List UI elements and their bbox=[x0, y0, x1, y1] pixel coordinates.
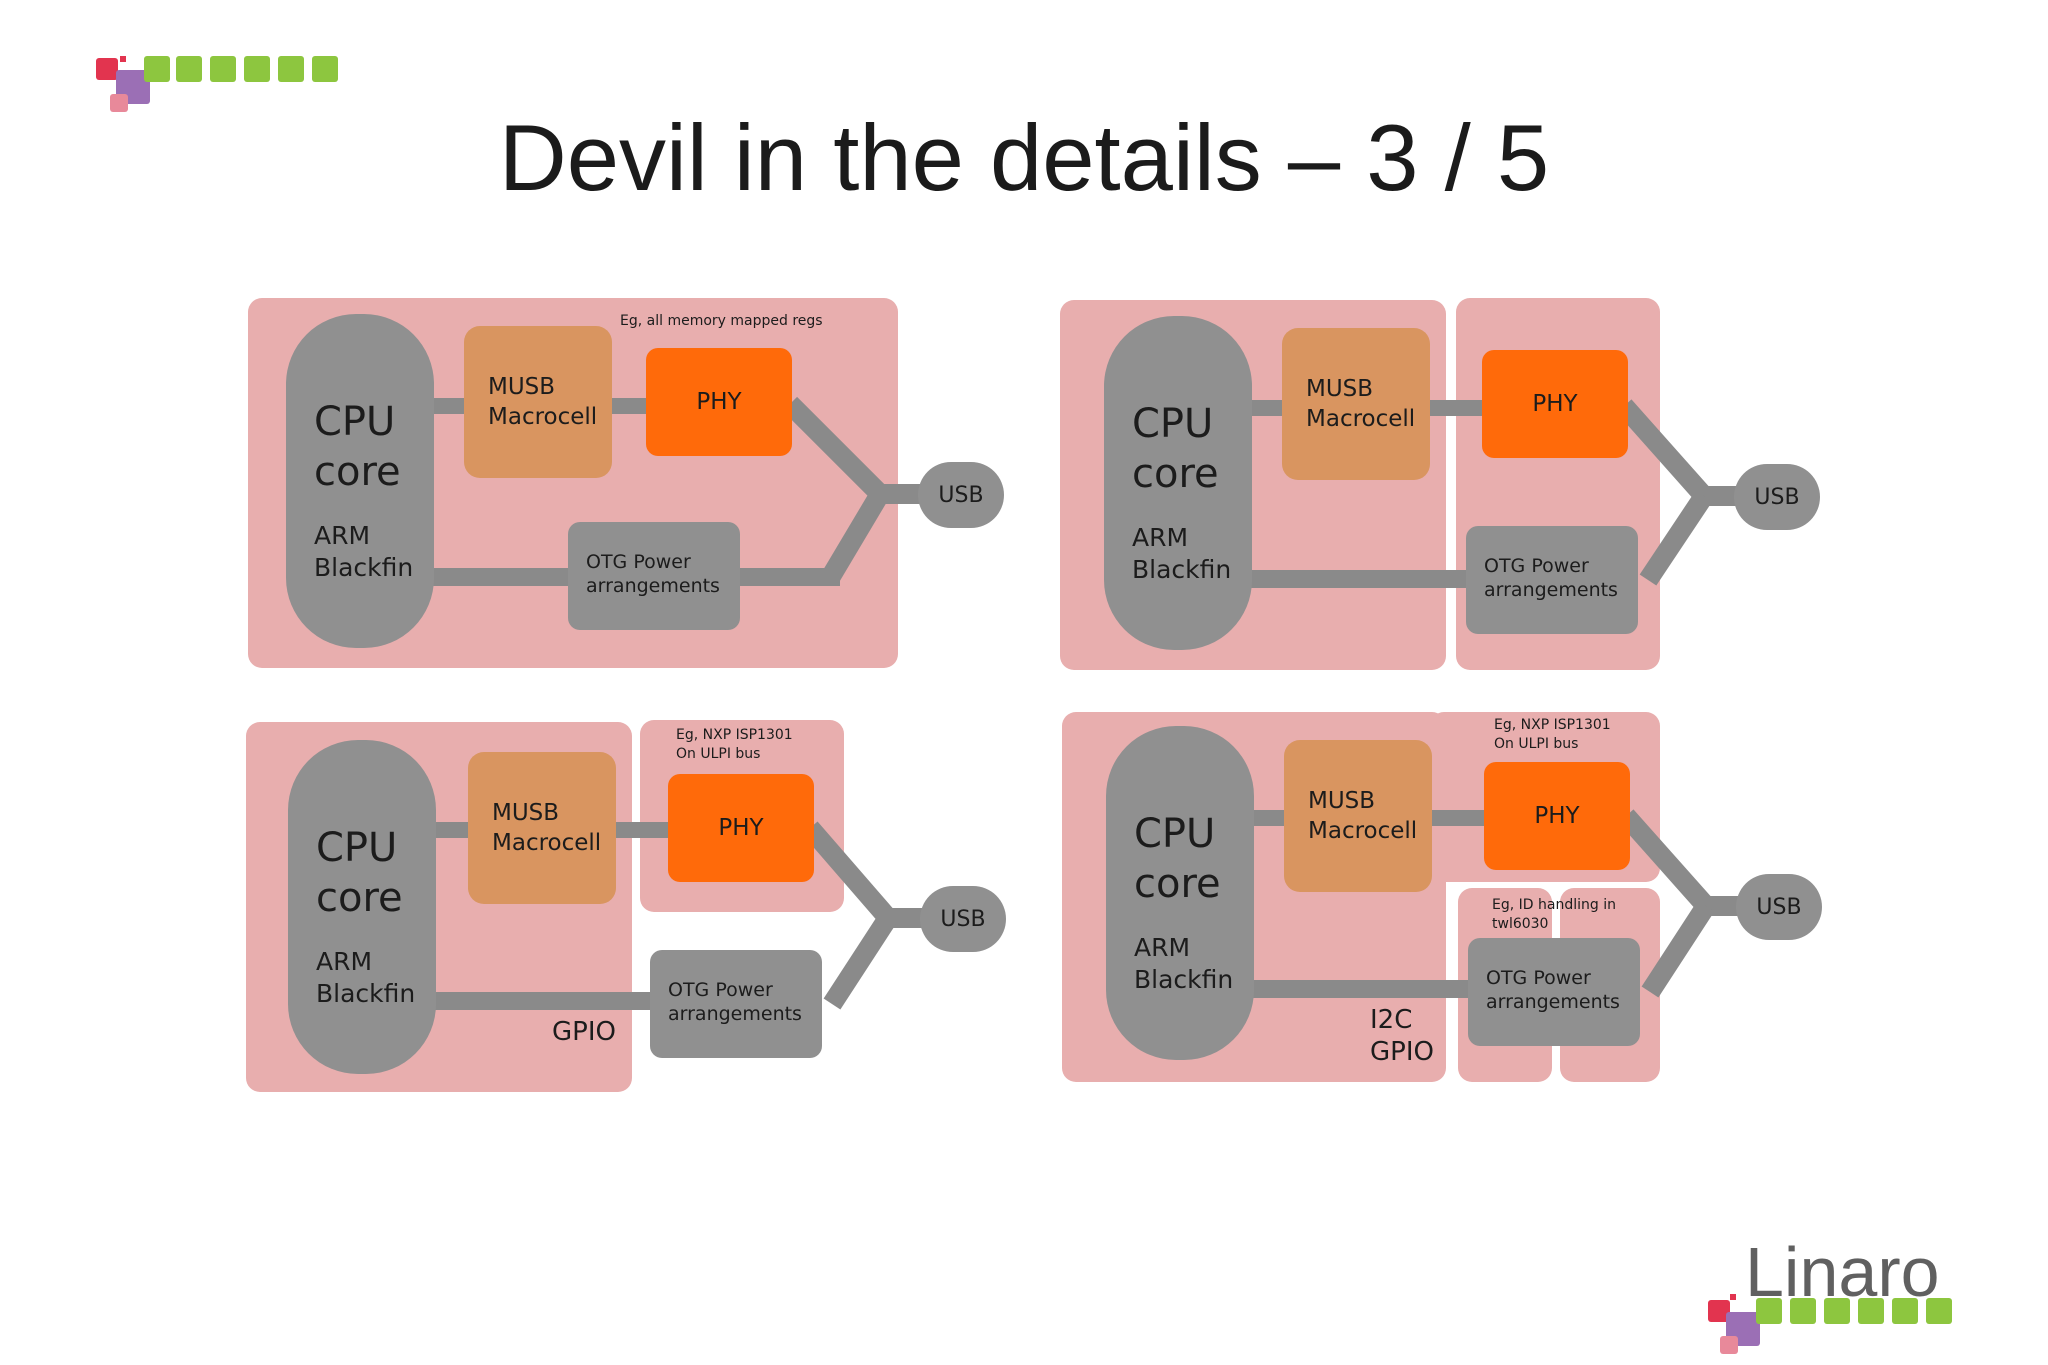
linaro-logo-mark bbox=[1708, 1294, 1968, 1360]
gpio-label: GPIO bbox=[552, 1017, 616, 1047]
phy-block: PHY bbox=[1484, 762, 1630, 870]
usb-connector: USB bbox=[918, 462, 1004, 528]
phy-block: PHY bbox=[646, 348, 792, 456]
usb-connector: USB bbox=[1736, 874, 1822, 940]
usb-connector: USB bbox=[1734, 464, 1820, 530]
cpu-core-block: CPU core ARM Blackfin bbox=[286, 314, 434, 648]
usb-connector: USB bbox=[920, 886, 1006, 952]
cpu-core-block: CPU core ARM Blackfin bbox=[1106, 726, 1254, 1060]
phy-block: PHY bbox=[668, 774, 814, 882]
slide-title: Devil in the details – 3 / 5 bbox=[498, 105, 1550, 210]
cpu-core-block: CPU core ARM Blackfin bbox=[288, 740, 436, 1074]
top-logo-mark bbox=[96, 54, 356, 118]
phy-block: PHY bbox=[1482, 350, 1628, 458]
note-memory-mapped: Eg, all memory mapped regs bbox=[620, 313, 823, 329]
cpu-core-block: CPU core ARM Blackfin bbox=[1104, 316, 1252, 650]
